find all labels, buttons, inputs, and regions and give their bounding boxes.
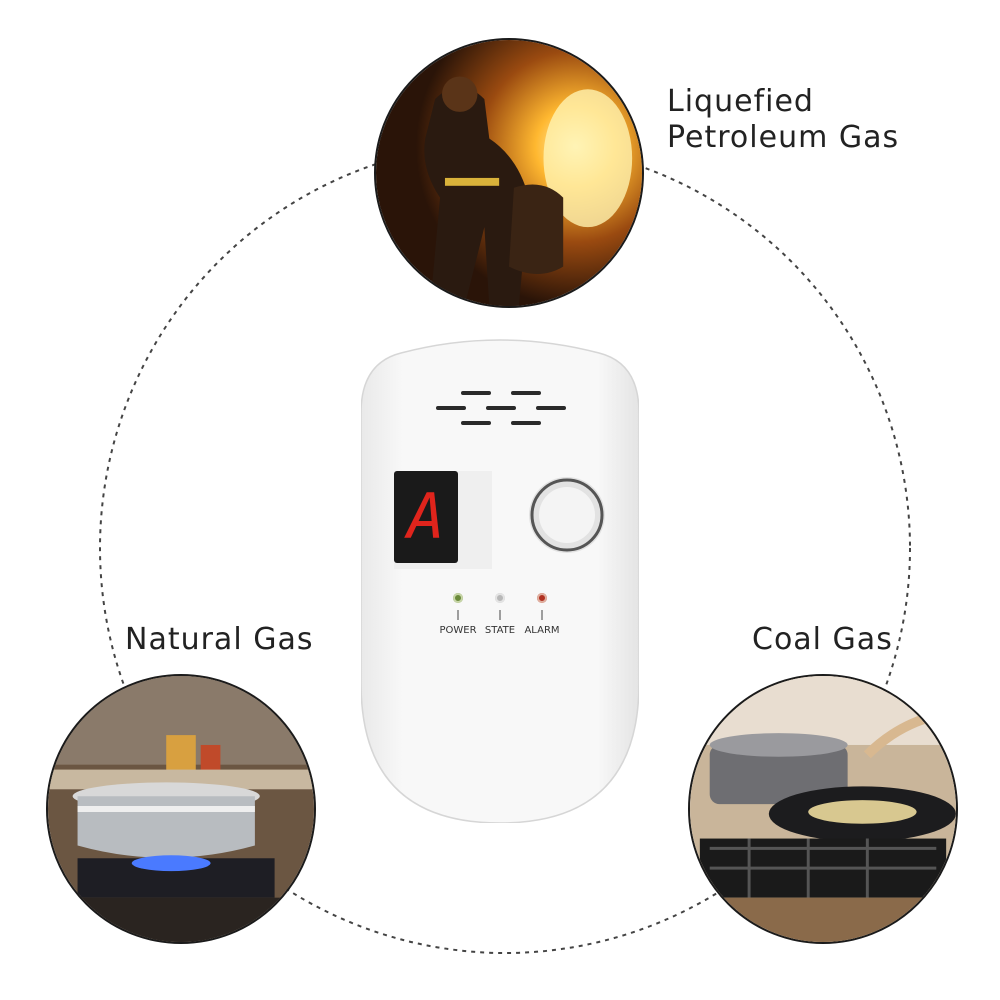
natural-gas-stove-photo [46, 674, 316, 944]
lpg-label-line2: Petroleum Gas [667, 120, 900, 155]
digital-display: A [400, 477, 452, 557]
gas-detector-device: A POWER STATE ALARM [361, 333, 639, 823]
state-led [495, 593, 505, 603]
power-label: POWER [439, 625, 477, 636]
lpg-label-line1: Liquefied [667, 84, 814, 119]
coal-gas-cooking-photo [688, 674, 958, 944]
alarm-label: ALARM [524, 625, 560, 636]
device-body [361, 339, 639, 823]
state-label: STATE [484, 625, 516, 636]
lpg-firefighter-photo [374, 38, 644, 308]
power-led [453, 593, 463, 603]
display-character: A [407, 480, 445, 553]
alarm-led [537, 593, 547, 603]
lpg-label: Liquefied Petroleum Gas [667, 84, 899, 156]
test-button[interactable] [529, 477, 605, 553]
natural-gas-label: Natural Gas [125, 622, 314, 657]
coal-gas-label: Coal Gas [752, 622, 893, 657]
